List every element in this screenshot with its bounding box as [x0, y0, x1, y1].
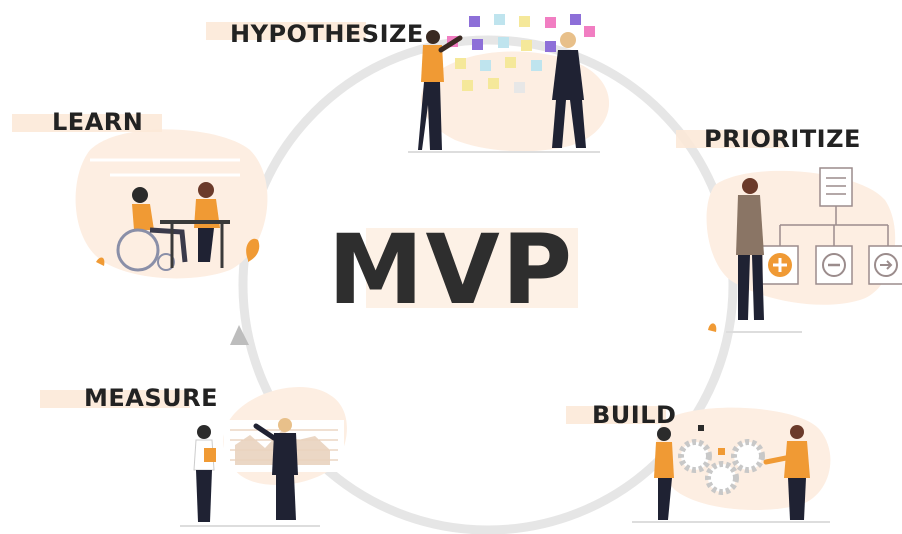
- measure-label-bar: [40, 390, 190, 408]
- stage-label-measure: MEASURE: [84, 384, 218, 412]
- cycle-ring: [238, 35, 738, 534]
- learn-blob: [75, 129, 268, 279]
- stage-label-prioritize: PRIORITIZE: [704, 125, 861, 153]
- measure-illustration: [180, 418, 344, 527]
- stage-label-learn: LEARN: [52, 108, 144, 136]
- build-label-bar: [566, 406, 666, 424]
- hypothesize-illustration: [408, 14, 600, 153]
- center-title-bar: [366, 228, 578, 308]
- learn-illustration: [90, 158, 260, 272]
- build-illustration: [632, 425, 830, 523]
- hypothesize-label-bar: [206, 22, 366, 40]
- learn-label-bar: [12, 114, 162, 132]
- prioritize-illustration: [708, 167, 902, 333]
- cycle-arrowhead: [230, 325, 249, 345]
- stage-label-build: BUILD: [592, 401, 677, 429]
- prioritize-label-bar: [676, 130, 786, 148]
- center-title: MVP: [327, 214, 575, 326]
- stage-label-hypothesize: HYPOTHESIZE: [230, 20, 424, 48]
